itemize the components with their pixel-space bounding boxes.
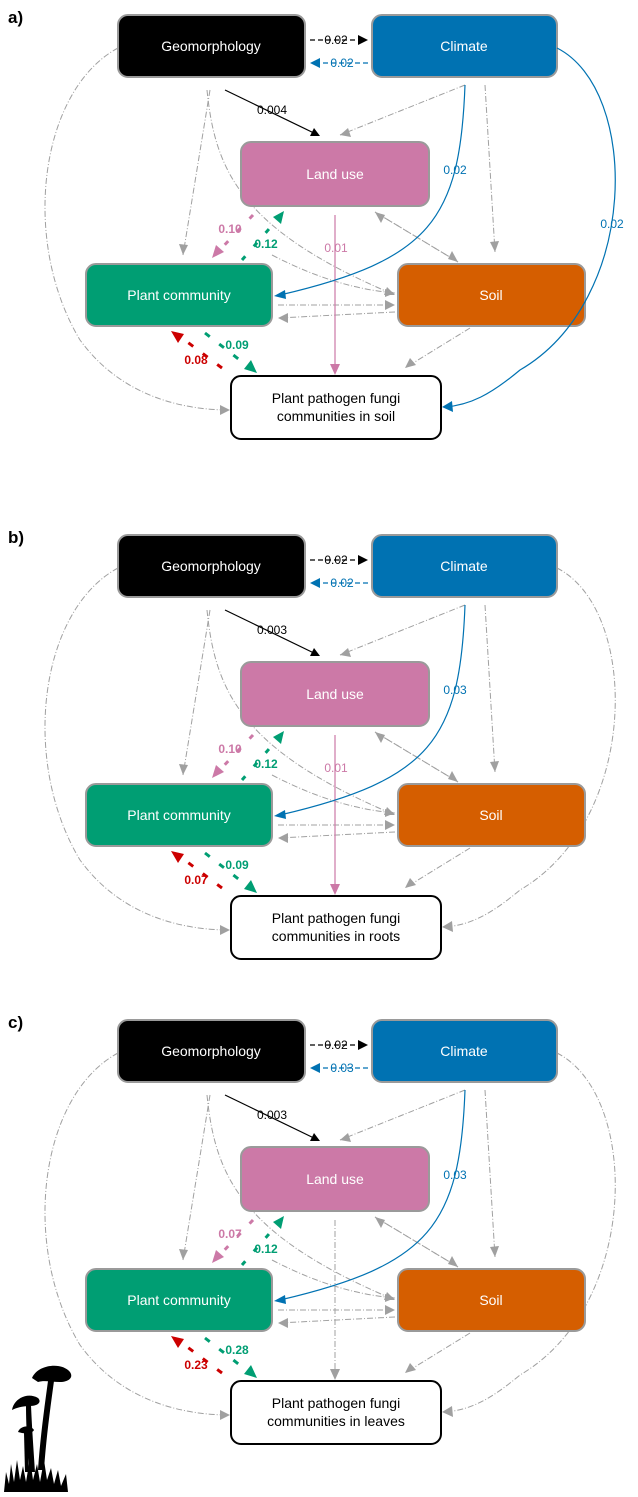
node-climate: Climate <box>371 534 558 598</box>
node-climate: Climate <box>371 14 558 78</box>
node-pathogen-target: Plant pathogen fungi communities in leav… <box>230 1380 442 1445</box>
coef-plant-to-target: 0.09 <box>225 858 249 872</box>
target-label-line2: communities in leaves <box>267 1413 405 1429</box>
path-coefficients: 0.02 0.02 0.003 0.10 0.12 0.01 0.03 0.09… <box>184 553 467 887</box>
coef-climate-to-plant: 0.02 <box>443 163 467 177</box>
path-geo-to-target <box>44 47 231 411</box>
coef-landuse-to-plant: 0.10 <box>218 222 242 236</box>
significant-paths <box>171 35 616 412</box>
node-pathogen-target: Plant pathogen fungi communities in soil <box>230 375 442 440</box>
nonsignificant-arrowheads <box>179 648 499 935</box>
coef-landuse-to-target: 0.01 <box>324 241 348 255</box>
target-label-line2: communities in soil <box>277 408 395 424</box>
node-land-use: Land use <box>240 661 430 727</box>
coef-plant-to-landuse: 0.12 <box>254 757 278 771</box>
path-soil-to-plant-2 <box>277 311 396 319</box>
node-land-use: Land use <box>240 141 430 207</box>
path-coefficients: 0.02 0.03 0.003 0.07 0.12 0.03 0.28 0.23 <box>184 1038 467 1372</box>
coef-plant-to-target: 0.09 <box>225 338 249 352</box>
node-pathogen-target: Plant pathogen fungi communities in root… <box>230 895 442 960</box>
nonsignificant-paths <box>44 47 496 411</box>
coef-geo-to-landuse: 0.003 <box>257 623 287 637</box>
coef-climate-to-geo: 0.03 <box>330 1061 354 1075</box>
coef-climate-to-geo: 0.02 <box>330 576 354 590</box>
node-label: Climate <box>440 38 488 54</box>
target-label-line1: Plant pathogen fungi <box>272 910 400 926</box>
coef-geo-to-climate: 0.02 <box>324 33 348 47</box>
node-label: Land use <box>306 1171 364 1187</box>
nonsignificant-paths <box>44 1052 616 1416</box>
node-label: Plant community <box>127 1292 230 1308</box>
coef-climate-to-plant: 0.03 <box>443 1168 467 1182</box>
node-label: Climate <box>440 558 488 574</box>
node-label: Soil <box>479 287 502 303</box>
path-geo-to-plant <box>182 89 211 256</box>
panel-label: c) <box>8 1013 24 1032</box>
path-diagram: Geomorphology Climate Land use Plant com… <box>44 14 624 440</box>
path-soil-to-target <box>404 327 471 369</box>
coef-climate-to-target: 0.02 <box>600 217 624 231</box>
node-climate: Climate <box>371 1019 558 1083</box>
panel-a: a) G <box>0 0 638 470</box>
coef-landuse-to-plant: 0.10 <box>218 742 242 756</box>
node-soil: Soil <box>397 1268 586 1332</box>
coef-geo-to-landuse: 0.004 <box>257 103 287 117</box>
nonsignificant-arrowheads <box>179 1133 499 1420</box>
panel-label: b) <box>8 528 25 547</box>
node-label: Land use <box>306 166 364 182</box>
coef-landuse-to-target: 0.01 <box>324 761 348 775</box>
panel-c: c) <box>0 1005 638 1475</box>
coef-landuse-to-plant: 0.07 <box>218 1227 242 1241</box>
node-label: Soil <box>479 1292 502 1308</box>
coef-target-to-plant: 0.08 <box>184 353 208 367</box>
node-plant-community: Plant community <box>85 1268 273 1332</box>
node-label: Climate <box>440 1043 488 1059</box>
mushroom-icon <box>4 1365 72 1492</box>
node-label: Geomorphology <box>161 1043 261 1059</box>
node-geomorphology: Geomorphology <box>117 14 306 78</box>
panel-b: b) <box>0 520 638 990</box>
coef-geo-to-climate: 0.02 <box>324 553 348 567</box>
path-soil-to-landuse <box>374 211 459 263</box>
node-label: Soil <box>479 807 502 823</box>
path-diagram: Geomorphology Climate Land use Plant com… <box>44 534 616 960</box>
path-climate-to-soil <box>484 84 496 253</box>
coef-geo-to-climate: 0.02 <box>324 1038 348 1052</box>
coef-plant-to-landuse: 0.12 <box>254 237 278 251</box>
path-geo-to-soil <box>206 89 396 296</box>
node-plant-community: Plant community <box>85 263 273 327</box>
coef-target-to-plant: 0.07 <box>184 873 208 887</box>
path-coefficients: 0.02 0.02 0.004 0.10 0.12 0.01 0.02 0.02… <box>184 33 624 367</box>
node-soil: Soil <box>397 783 586 847</box>
coef-climate-to-plant: 0.03 <box>443 683 467 697</box>
coef-climate-to-geo: 0.02 <box>330 56 354 70</box>
significant-paths <box>171 1040 466 1378</box>
path-plant-to-soil <box>271 254 396 294</box>
node-geomorphology: Geomorphology <box>117 534 306 598</box>
node-soil: Soil <box>397 263 586 327</box>
node-label: Geomorphology <box>161 558 261 574</box>
target-label-line2: communities in roots <box>272 928 400 944</box>
node-plant-community: Plant community <box>85 783 273 847</box>
coef-plant-to-target: 0.28 <box>225 1343 249 1357</box>
target-label-line1: Plant pathogen fungi <box>272 1395 400 1411</box>
path-diagram: Geomorphology Climate Land use Plant com… <box>44 1019 616 1445</box>
coef-plant-to-landuse: 0.12 <box>254 1242 278 1256</box>
node-label: Land use <box>306 686 364 702</box>
node-label: Geomorphology <box>161 38 261 54</box>
path-climate-to-landuse <box>339 84 466 136</box>
node-land-use: Land use <box>240 1146 430 1212</box>
coef-target-to-plant: 0.23 <box>184 1358 208 1372</box>
node-label: Plant community <box>127 287 230 303</box>
panel-label: a) <box>8 8 24 27</box>
coef-geo-to-landuse: 0.003 <box>257 1108 287 1122</box>
significant-paths <box>171 555 466 895</box>
node-geomorphology: Geomorphology <box>117 1019 306 1083</box>
target-label-line1: Plant pathogen fungi <box>272 390 400 406</box>
node-label: Plant community <box>127 807 230 823</box>
nonsignificant-paths <box>44 567 616 931</box>
nonsignificant-arrowheads <box>179 128 499 415</box>
